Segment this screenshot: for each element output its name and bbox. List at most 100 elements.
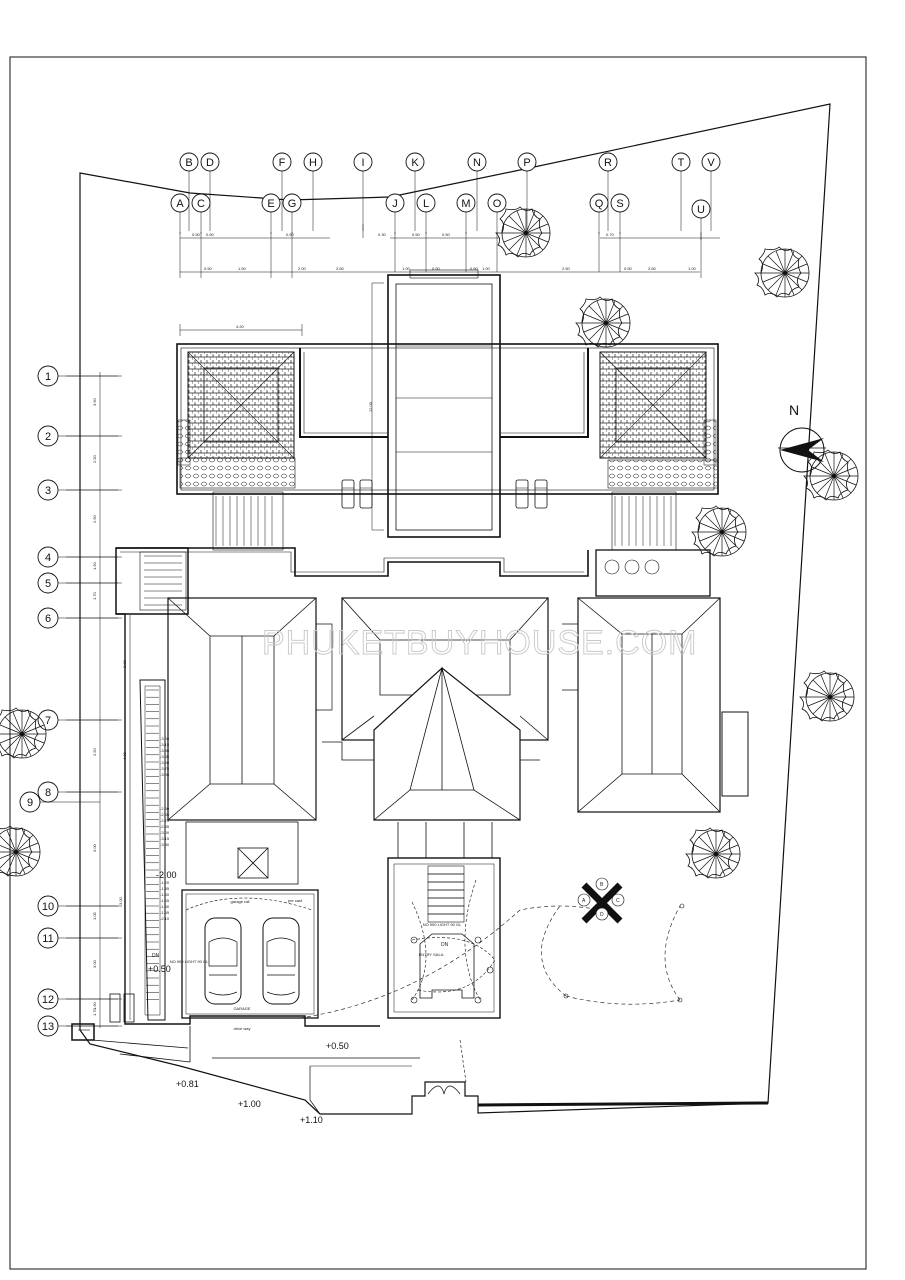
stair-treads xyxy=(144,496,672,1000)
tree xyxy=(495,206,551,258)
grid-bubble-d: D xyxy=(200,152,220,231)
grid-label: C xyxy=(197,198,205,210)
level-annotation: +0.50 xyxy=(326,1041,349,1051)
left-dimensions xyxy=(66,372,131,1028)
grid-bubble-r: R xyxy=(598,152,618,231)
room-label: NO 900 LIGHT 90 GL xyxy=(423,922,462,927)
entry-down-label: DN xyxy=(441,942,449,948)
grid-label: V xyxy=(707,157,715,169)
stair-level: -1.35 xyxy=(160,886,170,891)
grid-label: A xyxy=(176,198,184,210)
dimension-label: 0.50 xyxy=(470,266,479,271)
grid-label: 12 xyxy=(42,994,54,1006)
stair-level: -1.80 xyxy=(160,904,170,909)
tree xyxy=(754,246,810,298)
grid-label: E xyxy=(267,198,274,210)
dimension-label: 0.50 xyxy=(286,232,295,237)
room-label: GARAGE xyxy=(233,1006,250,1011)
grid-bubble-a: A xyxy=(170,193,190,234)
section-marker: B A C D xyxy=(577,877,625,924)
stair-level: -3.00 xyxy=(160,736,170,741)
grid-label: K xyxy=(411,157,419,169)
entry-sala xyxy=(387,822,501,1019)
grid-label: 11 xyxy=(42,933,53,945)
grid-label: 4 xyxy=(45,552,51,564)
dimension-label: 2.00 xyxy=(298,266,307,271)
grid-label: P xyxy=(523,157,530,169)
dimension-label: 0.50 xyxy=(412,232,421,237)
dimension-label: 1.70 xyxy=(92,1007,97,1016)
tree xyxy=(0,825,41,877)
tree xyxy=(691,505,747,557)
grid-label: U xyxy=(697,204,705,216)
tree xyxy=(575,296,631,348)
section-marker-b: B xyxy=(600,882,604,888)
tree xyxy=(685,827,741,879)
room-label: drive way xyxy=(234,1026,251,1031)
dimension-label: 1.60 xyxy=(92,1001,97,1010)
stair-level: -2.85 xyxy=(160,824,170,829)
stair-level: -3.30 xyxy=(160,842,170,847)
grid-bubble-j: J xyxy=(385,193,405,234)
property-boundary xyxy=(79,103,831,1115)
grid-bubble-l: L xyxy=(416,193,436,234)
entry-steps xyxy=(427,865,465,923)
grid-bubble-q: Q xyxy=(589,193,609,234)
grid-label: N xyxy=(473,157,481,169)
section-marker-a: A xyxy=(582,898,586,904)
room-label: pre cast xyxy=(288,898,303,903)
room-label: NO 900 LIGHT 90 GL xyxy=(170,959,209,964)
stair-level: -3.00 xyxy=(160,830,170,835)
grid-bubble-11: 11 xyxy=(37,927,118,949)
grid-label: 2 xyxy=(45,431,51,443)
stair-level: -3.60 xyxy=(160,760,170,765)
grid-label: 13 xyxy=(42,1021,54,1033)
swimming-pool xyxy=(387,274,501,538)
dimension-label: 0.50 xyxy=(624,266,633,271)
dimension-label: 1.70 xyxy=(92,591,97,600)
grid-label: J xyxy=(392,198,398,210)
grid-label: R xyxy=(604,157,612,169)
grid-bubble-o: O xyxy=(487,193,507,234)
grid-bubble-p: P xyxy=(517,152,537,231)
stair-level: -2.10 xyxy=(160,916,170,921)
grid-label: 6 xyxy=(45,613,51,625)
grid-label: F xyxy=(279,157,286,169)
sheet-border xyxy=(9,56,867,1270)
stair-level: -2.40 xyxy=(160,806,170,811)
stair-level: -3.15 xyxy=(160,836,170,841)
stair-level: -3.75 xyxy=(160,766,170,771)
section-marker-c: C xyxy=(616,898,620,904)
stair-level: -1.65 xyxy=(160,898,170,903)
entry-roof xyxy=(373,667,521,821)
north-arrow: N xyxy=(778,402,826,473)
grid-label: Q xyxy=(595,198,604,210)
dimension-label: 3.50 xyxy=(92,397,97,406)
grid-label: B xyxy=(185,157,192,169)
service-core xyxy=(185,821,299,885)
grid-label: 10 xyxy=(42,901,54,913)
stair-level: -1.95 xyxy=(160,910,170,915)
grid-label: G xyxy=(288,198,297,210)
stair-level: -2.70 xyxy=(160,818,170,823)
car-1 xyxy=(204,917,242,1005)
dimension-label: 0.50 xyxy=(432,266,441,271)
grid-bubble-g: G xyxy=(282,193,302,234)
grid-label: O xyxy=(493,198,502,210)
stair-level: -3.45 xyxy=(160,754,170,759)
driveway xyxy=(71,903,685,1115)
room-label: garage rail xyxy=(231,899,250,904)
grid-label: M xyxy=(461,198,470,210)
entrance-wall xyxy=(477,1101,769,1107)
dimension-label: 2.50 xyxy=(92,747,97,756)
stair-level: -1.50 xyxy=(160,892,170,897)
grid-bubble-9: 9 xyxy=(19,791,100,813)
dimension-label: 1.00 xyxy=(402,266,411,271)
top-dimensions xyxy=(179,224,720,336)
dimension-label: 3.00 xyxy=(92,843,97,852)
grid-bubble-13: 13 xyxy=(37,1015,118,1037)
level-annotation: -2.00 xyxy=(156,870,177,880)
